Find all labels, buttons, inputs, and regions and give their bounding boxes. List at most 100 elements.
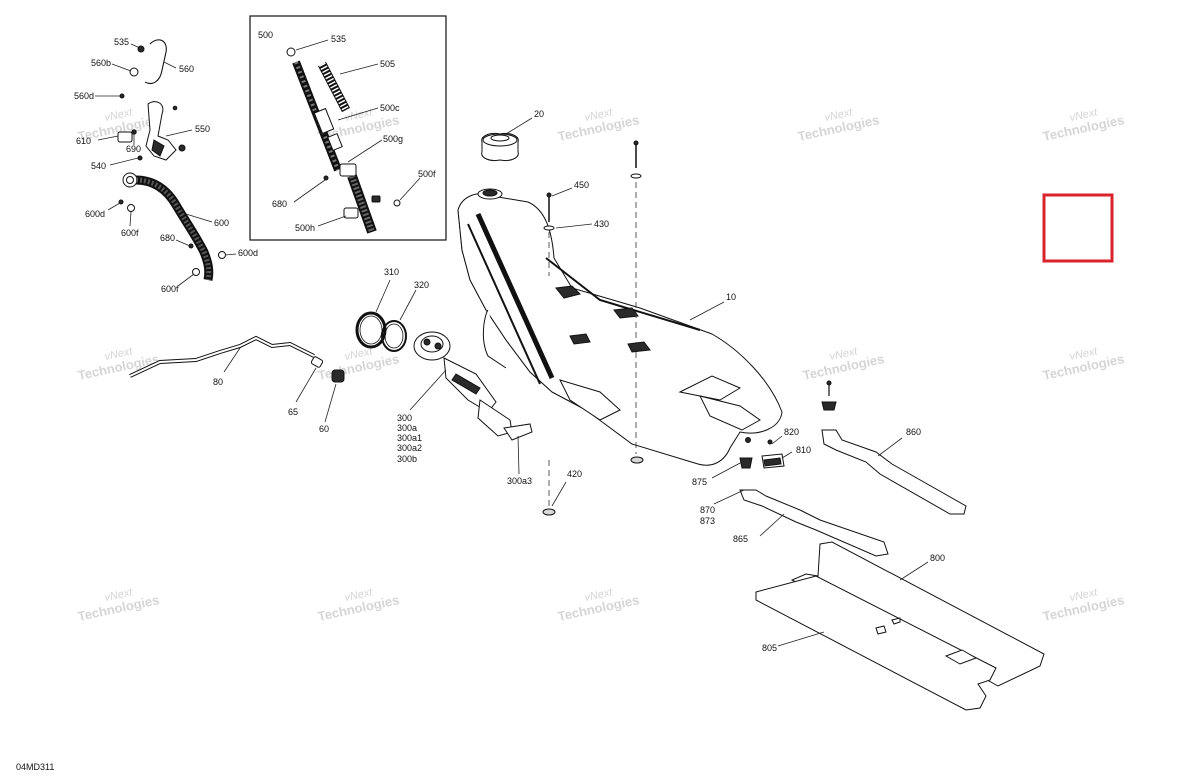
fuel-pump-300 (413, 331, 533, 441)
label-610: 610 (76, 136, 91, 146)
label-810: 810 (796, 445, 811, 455)
label-560: 560 (179, 64, 194, 74)
label-300: 300 (397, 413, 412, 423)
heat-shields (755, 541, 1045, 711)
watermark: vNext Technologies (76, 345, 160, 383)
strap-865 (739, 489, 889, 557)
label-300a1: 300a1 (397, 433, 422, 443)
drawing-code: 04MD311 (16, 762, 54, 772)
label-320: 320 (414, 280, 429, 290)
label-550: 550 (195, 124, 210, 134)
svg-text:vNext: vNext (583, 586, 614, 604)
mount-hardware (739, 380, 837, 469)
gasket-310 (355, 311, 387, 349)
label-600f: 600f (121, 228, 139, 238)
gasket-320 (381, 320, 407, 352)
svg-text:vNext: vNext (1068, 345, 1099, 363)
label-805: 805 (762, 643, 777, 653)
inset-frame (249, 15, 447, 241)
strap-860 (821, 429, 967, 515)
svg-text:vNext: vNext (583, 106, 614, 124)
heat-shield-805 (755, 575, 997, 711)
label-690: 690 (126, 144, 141, 154)
clamp-560d (119, 93, 125, 99)
label-500f: 500f (418, 169, 436, 179)
screw-540 (137, 155, 143, 161)
label-680-inset: 680 (272, 199, 287, 209)
label-80: 80 (213, 377, 223, 387)
label-680: 680 (160, 233, 175, 243)
label-300a3: 300a3 (507, 476, 532, 486)
label-10: 10 (726, 292, 736, 302)
label-865: 865 (733, 534, 748, 544)
svg-text:vNext: vNext (343, 586, 374, 604)
bracket-610 (117, 131, 133, 143)
label-500c: 500c (380, 103, 400, 113)
svg-text:vNext: vNext (103, 106, 134, 124)
label-505: 505 (380, 59, 395, 69)
label-600f-lower: 600f (161, 284, 179, 294)
label-300a: 300a (397, 423, 417, 433)
highlight-box (1042, 193, 1114, 263)
fuel-tank-10 (457, 188, 783, 466)
filler-hose-group (117, 39, 226, 281)
label-430: 430 (594, 219, 609, 229)
label-800: 800 (930, 553, 945, 563)
label-420: 420 (567, 469, 582, 479)
label-540: 540 (91, 161, 106, 171)
clamp-560b (129, 67, 139, 77)
heat-shield-800 (790, 541, 1045, 687)
svg-text:vNext: vNext (103, 586, 134, 604)
watermark: vNext Technologies (76, 586, 160, 624)
watermark: vNext Technologies (1041, 106, 1125, 144)
label-600d: 600d (85, 209, 105, 219)
label-600: 600 (214, 218, 229, 228)
fastener-690 (131, 129, 137, 135)
label-535: 535 (114, 37, 129, 47)
svg-text:vNext: vNext (823, 106, 854, 124)
gaskets (355, 311, 407, 352)
label-300a2: 300a2 (397, 443, 422, 453)
part-labels: 535 560b 560 560d 610 690 550 540 600d 6… (16, 34, 945, 772)
label-560b: 560b (91, 58, 111, 68)
label-600d-lower: 600d (238, 248, 258, 258)
watermark: vNext Technologies (801, 345, 885, 383)
label-300b: 300b (397, 454, 417, 464)
label-873: 873 (700, 516, 715, 526)
watermark: vNext Technologies (1041, 586, 1125, 624)
callout-lines (95, 39, 929, 647)
svg-text:vNext: vNext (1068, 106, 1099, 124)
hose-600 (135, 175, 214, 281)
label-310: 310 (384, 267, 399, 277)
label-500g: 500g (383, 134, 403, 144)
inset-500: 500 (249, 15, 447, 241)
watermark: vNext Technologies (556, 106, 640, 144)
watermark: vNext Technologies (1041, 345, 1125, 383)
label-450: 450 (574, 180, 589, 190)
label-870: 870 (700, 505, 715, 515)
watermark: vNext Technologies (316, 586, 400, 624)
inset-title: 500 (258, 30, 273, 40)
svg-text:vNext: vNext (828, 345, 859, 363)
bolt-hardware (542, 140, 642, 516)
svg-text:vNext: vNext (343, 345, 374, 363)
label-875: 875 (692, 477, 707, 487)
fuel-cap-20 (481, 133, 519, 161)
svg-text:vNext: vNext (1068, 586, 1099, 604)
svg-text:vNext: vNext (343, 106, 374, 124)
svg-text:vNext: vNext (103, 345, 134, 363)
clamp-535 (137, 45, 145, 53)
label-535-inset: 535 (331, 34, 346, 44)
watermark: vNext Technologies (316, 345, 400, 383)
label-60: 60 (319, 424, 329, 434)
watermark: vNext Technologies (796, 106, 880, 144)
label-820: 820 (784, 427, 799, 437)
label-20: 20 (534, 109, 544, 119)
label-65: 65 (288, 407, 298, 417)
label-860: 860 (906, 427, 921, 437)
label-500h: 500h (295, 223, 315, 233)
fuel-line-80 (129, 335, 345, 383)
label-560d: 560d (74, 91, 94, 101)
watermark: vNext Technologies (556, 586, 640, 624)
